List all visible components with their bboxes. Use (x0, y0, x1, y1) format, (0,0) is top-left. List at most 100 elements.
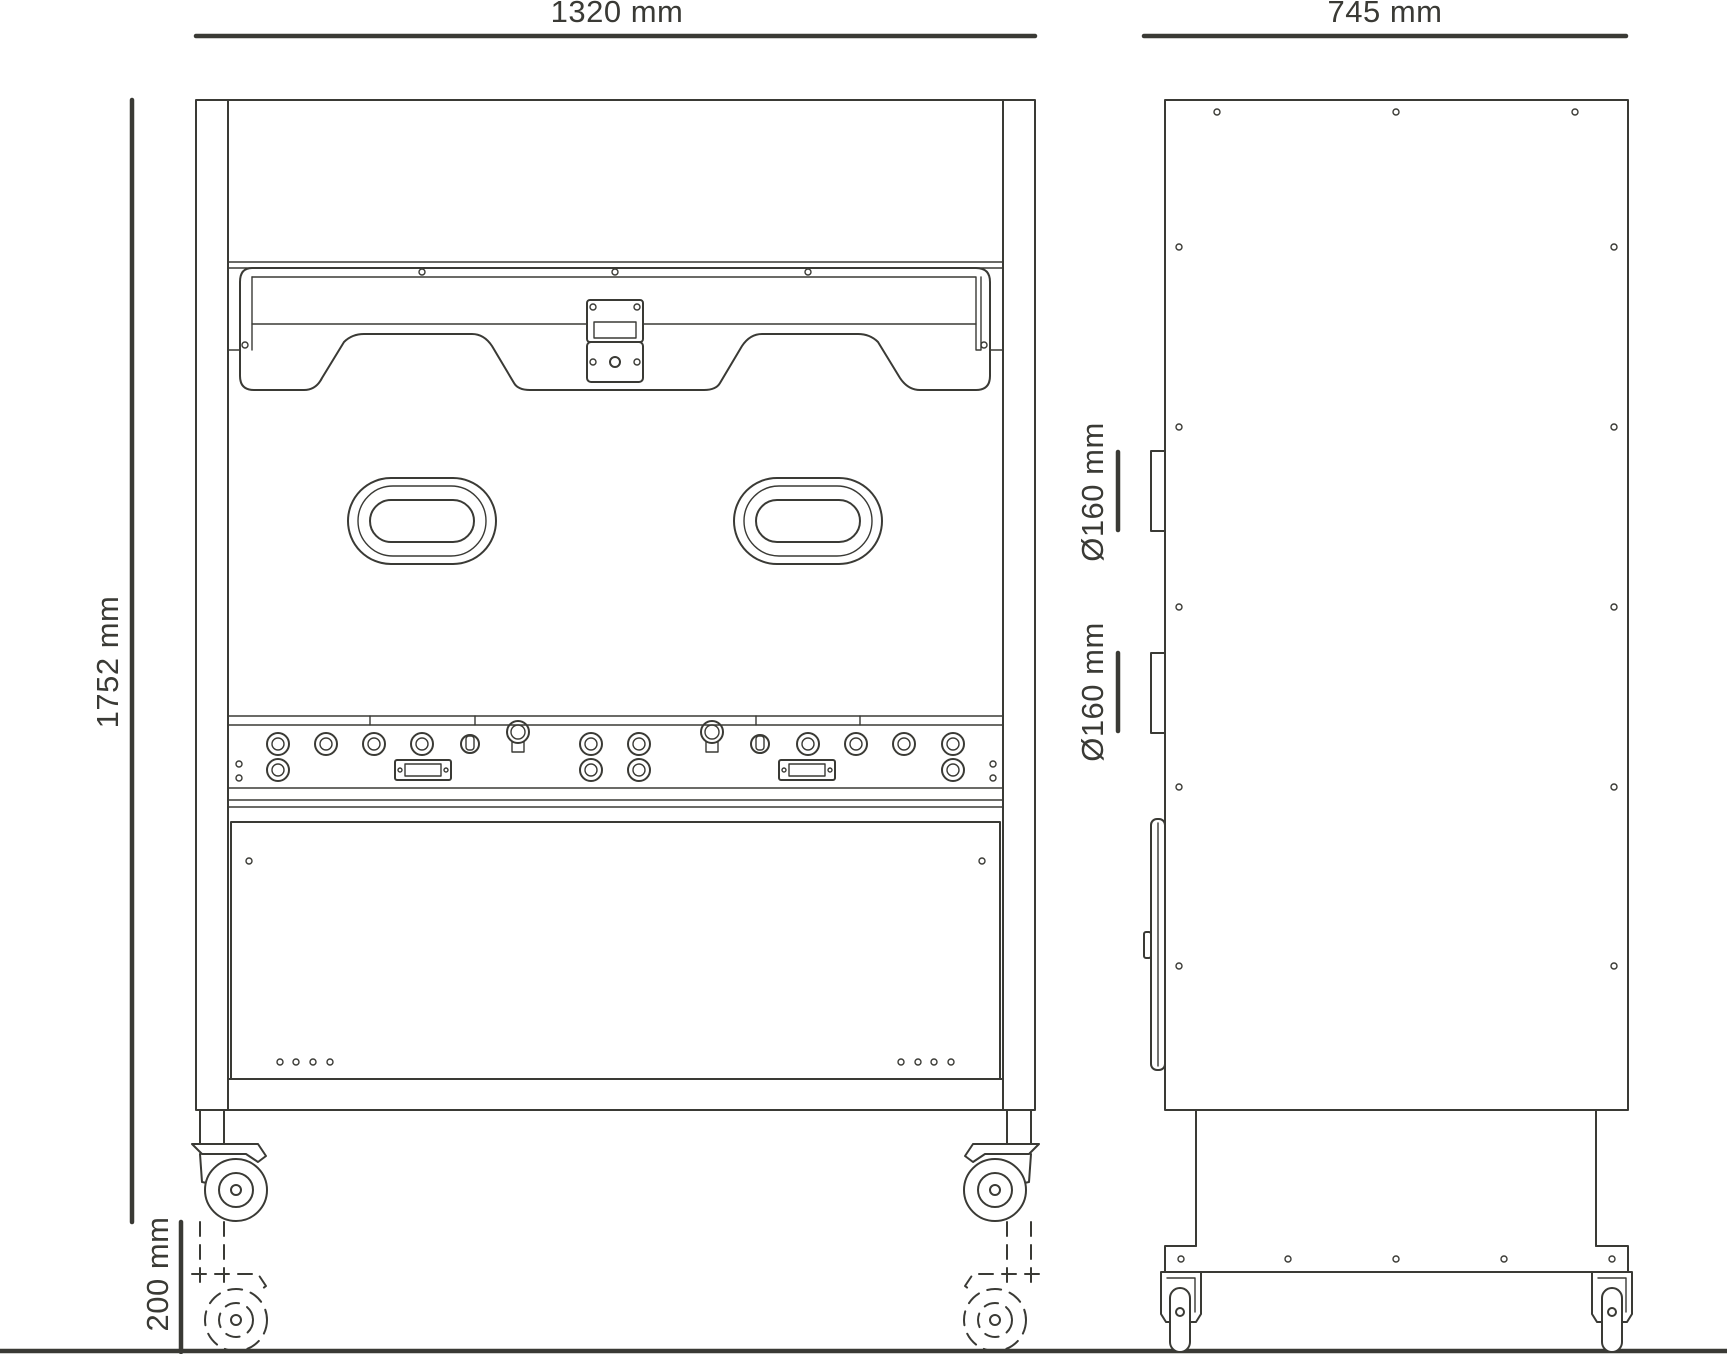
side-screw (1610, 603, 1618, 611)
caster-hub (977, 1172, 1013, 1208)
panel-screw (235, 774, 243, 782)
connector (410, 732, 434, 756)
hood-screw (418, 268, 426, 276)
push-button-left[interactable] (506, 720, 530, 753)
glove-port-inner (755, 499, 861, 543)
connector-core (367, 737, 381, 751)
connector-core (946, 763, 960, 777)
connector-core (897, 737, 911, 751)
side-screw (1175, 783, 1183, 791)
connector-core (319, 737, 333, 751)
side-screw (1571, 108, 1579, 116)
dim-width-side-label: 745 mm (1328, 0, 1443, 29)
dim-port-lower-label: Ø160 mm (1075, 622, 1110, 762)
caster-extended-left (191, 1221, 268, 1352)
connector (627, 732, 651, 756)
glove-port-outer (733, 477, 883, 565)
caster-wheel-side (1601, 1287, 1623, 1353)
connector-core (946, 737, 960, 751)
glove-port-mid (357, 485, 487, 557)
caster-extended-hub (977, 1302, 1013, 1338)
caster-extended-wheel (963, 1288, 1027, 1352)
toggle-switch-right[interactable] (750, 734, 770, 754)
connector-core (632, 737, 646, 751)
door-screw (245, 857, 253, 865)
side-base-frame (1164, 1109, 1629, 1273)
dim-height-total-label: 1752 mm (90, 596, 125, 729)
caster-axle (1175, 1307, 1185, 1317)
vent-hole (947, 1058, 955, 1066)
caster-side-left (1160, 1271, 1202, 1353)
side-screw (1392, 108, 1400, 116)
serial-port-screw (781, 767, 787, 773)
side-port-lower (1150, 652, 1166, 734)
side-screw (1175, 423, 1183, 431)
panel-screw (989, 760, 997, 768)
caster-wheel (204, 1158, 268, 1222)
base-crossbar (1164, 1245, 1629, 1273)
caster-side-right (1591, 1271, 1633, 1353)
toggle-switch-left[interactable] (460, 734, 480, 754)
connector-row-1[interactable] (266, 732, 965, 756)
door-screw (978, 857, 986, 865)
lower-cabinet-door[interactable] (227, 821, 1004, 1080)
serial-port-housing (778, 759, 836, 781)
caster-stem (1006, 1109, 1032, 1145)
connector-core (632, 763, 646, 777)
connector-row-2[interactable] (266, 758, 965, 782)
toggle-lever (465, 735, 475, 751)
toggle-base (750, 734, 770, 754)
push-button-cap (506, 720, 530, 744)
base-screw (1608, 1255, 1616, 1263)
connector (266, 758, 290, 782)
caster-brake (191, 1143, 267, 1163)
serial-port-screw (827, 767, 833, 773)
front-view (191, 99, 1040, 1352)
push-button-right[interactable] (700, 720, 724, 753)
serial-port-left[interactable] (394, 759, 452, 781)
serial-port-socket (788, 763, 826, 777)
glove-port-right[interactable] (733, 477, 883, 565)
push-button-ring (704, 724, 720, 740)
caster-axle (989, 1184, 1001, 1196)
push-button-cap (700, 720, 724, 744)
base-screw (1392, 1255, 1400, 1263)
latch-screw (589, 303, 597, 311)
push-button-ring (510, 724, 526, 740)
caster-extended-hub (218, 1302, 254, 1338)
side-screw (1175, 603, 1183, 611)
vent-hole (897, 1058, 905, 1066)
connector (796, 732, 820, 756)
caster-front-left (191, 1109, 268, 1222)
serial-port-right[interactable] (778, 759, 836, 781)
serial-port-screw (397, 767, 403, 773)
dim-width-front-label: 1320 mm (551, 0, 684, 29)
caster-axle (1607, 1307, 1617, 1317)
serial-port-socket (404, 763, 442, 777)
hood-screw (980, 341, 988, 349)
latch-screw (589, 358, 597, 366)
hood-screw (241, 341, 249, 349)
side-screw (1213, 108, 1221, 116)
vent-hole (914, 1058, 922, 1066)
hood-latch[interactable] (586, 299, 644, 383)
side-screw (1175, 962, 1183, 970)
side-door-profile (1143, 818, 1166, 1071)
connector (844, 732, 868, 756)
base-screw (1177, 1255, 1185, 1263)
toggle-base (460, 734, 480, 754)
vent-hole (276, 1058, 284, 1066)
fume-hood-rail (251, 276, 982, 351)
side-screw (1610, 783, 1618, 791)
caster-extended-axle (230, 1314, 242, 1326)
caster-hub (218, 1172, 254, 1208)
side-screw (1610, 962, 1618, 970)
side-body-outline (1164, 99, 1629, 1111)
side-screw (1610, 243, 1618, 251)
glove-port-left[interactable] (347, 477, 497, 565)
front-frame-outline (195, 99, 1036, 1111)
side-screw (1175, 243, 1183, 251)
connector-core (801, 737, 815, 751)
